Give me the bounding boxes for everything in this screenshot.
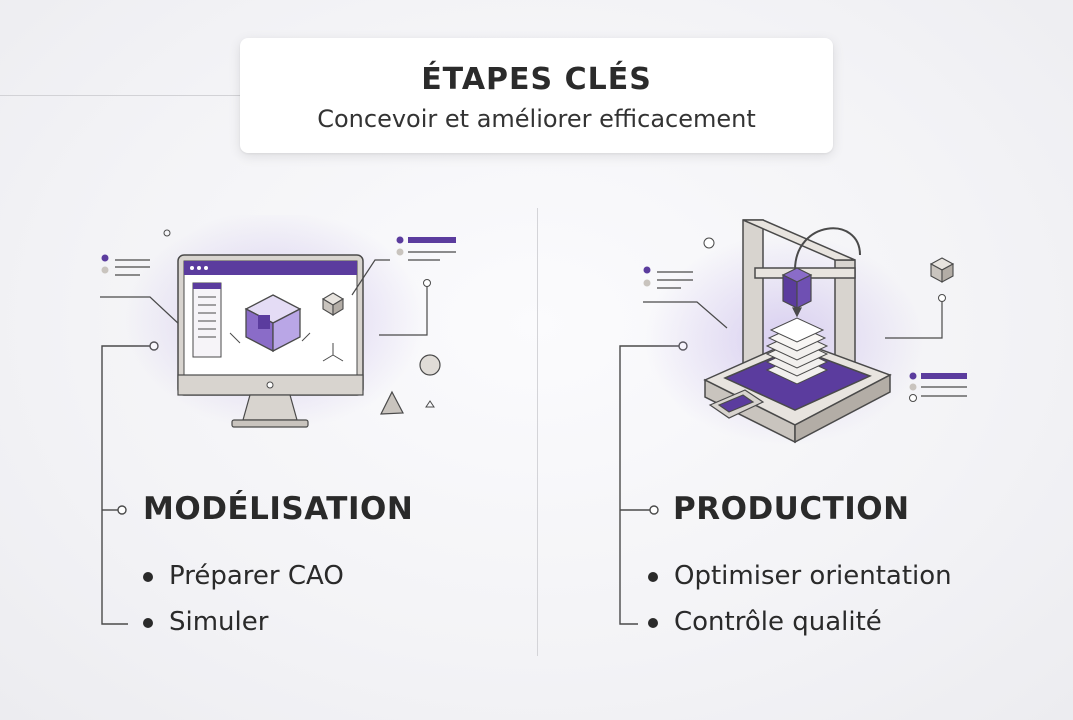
page-title: ÉTAPES CLÉS <box>421 62 652 97</box>
title-card: ÉTAPES CLÉS Concevoir et améliorer effic… <box>240 38 833 153</box>
left-heading-node <box>117 505 127 515</box>
section-heading-modelisation: MODÉLISATION <box>143 491 414 527</box>
page-subtitle: Concevoir et améliorer efficacement <box>317 105 756 133</box>
left-bracket-line <box>101 345 154 625</box>
top-rule <box>0 95 240 96</box>
center-divider <box>537 208 538 656</box>
production-list: Optimiser orientation Contrôle qualité <box>648 553 952 645</box>
modelisation-list: Préparer CAO Simuler <box>143 553 344 645</box>
list-item: Contrôle qualité <box>648 599 952 645</box>
list-item: Optimiser orientation <box>648 553 952 599</box>
computer-cad-icon <box>100 215 456 430</box>
right-heading-node <box>649 505 659 515</box>
section-heading-production: PRODUCTION <box>673 491 910 527</box>
3d-printer-icon <box>643 219 967 445</box>
list-item: Préparer CAO <box>143 553 344 599</box>
list-item: Simuler <box>143 599 344 645</box>
